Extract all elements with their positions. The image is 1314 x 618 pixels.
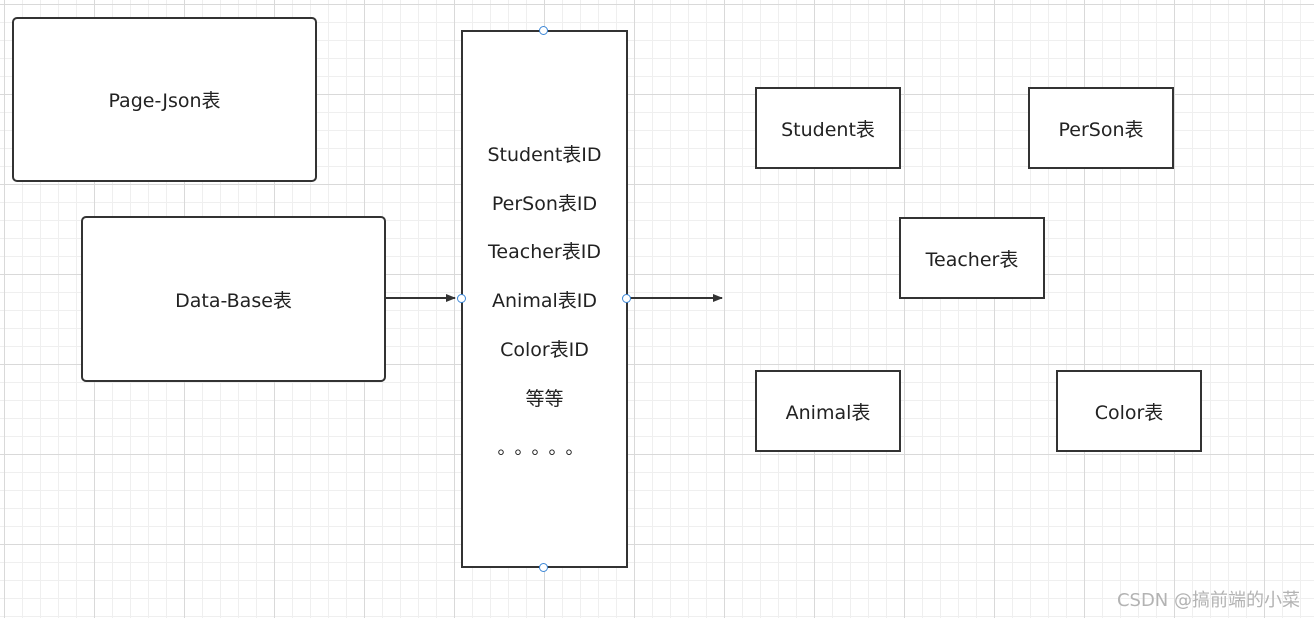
connection-handle-right[interactable] — [622, 294, 631, 303]
connection-handle-bottom[interactable] — [539, 563, 548, 572]
id-list-item-animal: Animal表ID — [492, 290, 597, 312]
page-json-node[interactable]: Page-Json表 — [12, 17, 317, 182]
student-label: Student表 — [781, 118, 875, 141]
animal-node[interactable]: Animal表 — [755, 370, 901, 452]
id-list-ellipsis: 。。。。。 — [497, 438, 592, 459]
id-list-item-person: PerSon表ID — [491, 193, 598, 215]
color-label: Color表 — [1094, 401, 1164, 424]
person-label: PerSon表 — [1058, 118, 1144, 141]
student-node[interactable]: Student表 — [755, 87, 901, 169]
id-list-item-color: Color表ID — [500, 339, 589, 361]
data-base-label: Data-Base表 — [175, 289, 292, 312]
connection-handle-left[interactable] — [457, 294, 466, 303]
connection-handle-top[interactable] — [539, 26, 548, 35]
page-json-label: Page-Json表 — [108, 90, 221, 112]
teacher-node[interactable]: Teacher表 — [899, 217, 1045, 299]
watermark: CSDN @搞前端的小菜 — [1116, 590, 1300, 611]
id-list-item-student: Student表ID — [487, 144, 602, 166]
animal-label: Animal表 — [785, 401, 871, 424]
id-list-item-teacher: Teacher表ID — [488, 241, 601, 263]
id-list-item-etc: 等等 — [525, 388, 564, 410]
teacher-label: Teacher表 — [925, 248, 1019, 271]
color-node[interactable]: Color表 — [1056, 370, 1202, 452]
id-list-node[interactable]: Student表ID PerSon表ID Teacher表ID Animal表I… — [461, 30, 628, 568]
person-node[interactable]: PerSon表 — [1028, 87, 1174, 169]
data-base-node[interactable]: Data-Base表 — [81, 216, 386, 382]
